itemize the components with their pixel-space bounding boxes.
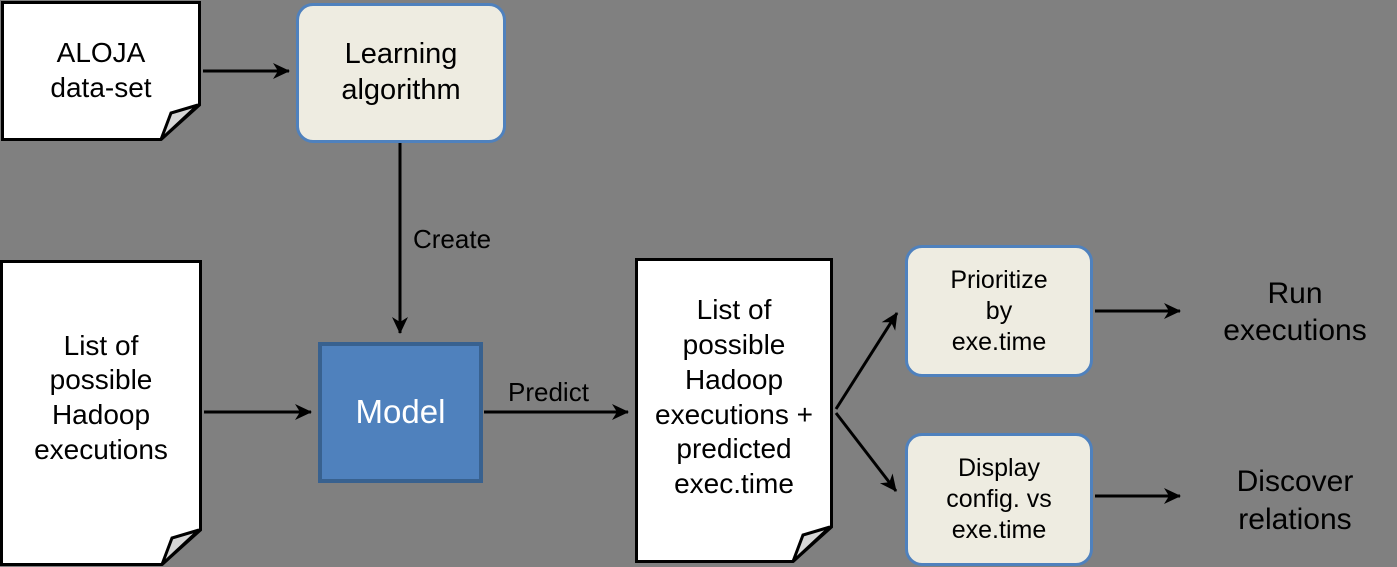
document-shape (1, 1, 201, 141)
box-learning-algorithm: Learning algorithm (296, 3, 506, 143)
run-executions-label: Run executions (1223, 276, 1367, 347)
prioritize-label: Prioritize by exe.time (950, 265, 1048, 356)
folded-corner-icon (791, 525, 832, 563)
hadoop-executions-label: List of possible Hadoop executions (34, 329, 168, 465)
document-shape (0, 260, 202, 566)
box-display-config: Display config. vs exe.time (905, 433, 1093, 566)
learning-algorithm-label: Learning algorithm (341, 38, 461, 106)
model-label: Model (355, 393, 446, 431)
text-run-executions: Run executions (1205, 272, 1385, 352)
predicted-executions-label: List of possible Hadoop executions + pre… (655, 294, 813, 499)
folded-corner-icon (159, 103, 200, 141)
edge-label-predict: Predict (508, 377, 589, 407)
display-config-label: Display config. vs exe.time (946, 454, 1052, 544)
arrow-predictedlist-to-prioritize (834, 312, 899, 410)
doc-hadoop-executions: List of possible Hadoop executions (0, 260, 202, 566)
doc-aloja-dataset: ALOJA data-set (1, 1, 201, 141)
box-prioritize: Prioritize by exe.time (905, 245, 1093, 377)
box-model: Model (318, 342, 483, 483)
edge-label-create: Create (413, 224, 492, 254)
doc-predicted-executions: List of possible Hadoop executions + pre… (635, 258, 833, 563)
folded-corner-icon (160, 528, 201, 566)
discover-relations-label: Discover relations (1236, 465, 1354, 536)
text-discover-relations: Discover relations (1200, 458, 1390, 543)
document-shape (635, 258, 833, 563)
doc-aloja-label: ALOJA data-set (50, 37, 152, 103)
arrow-predictedlist-to-display (834, 412, 898, 492)
